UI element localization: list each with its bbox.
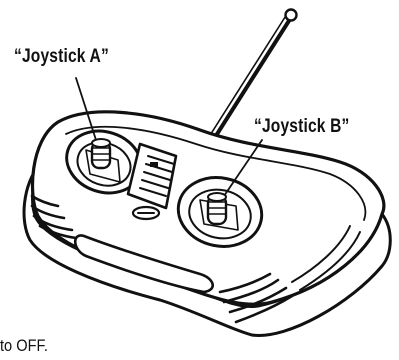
caption-text: to OFF. [0, 336, 48, 356]
joystick-a-label: “Joystick A” [14, 46, 109, 68]
joystick-b-label: “Joystick B” [254, 116, 349, 138]
power-switch [133, 207, 159, 219]
